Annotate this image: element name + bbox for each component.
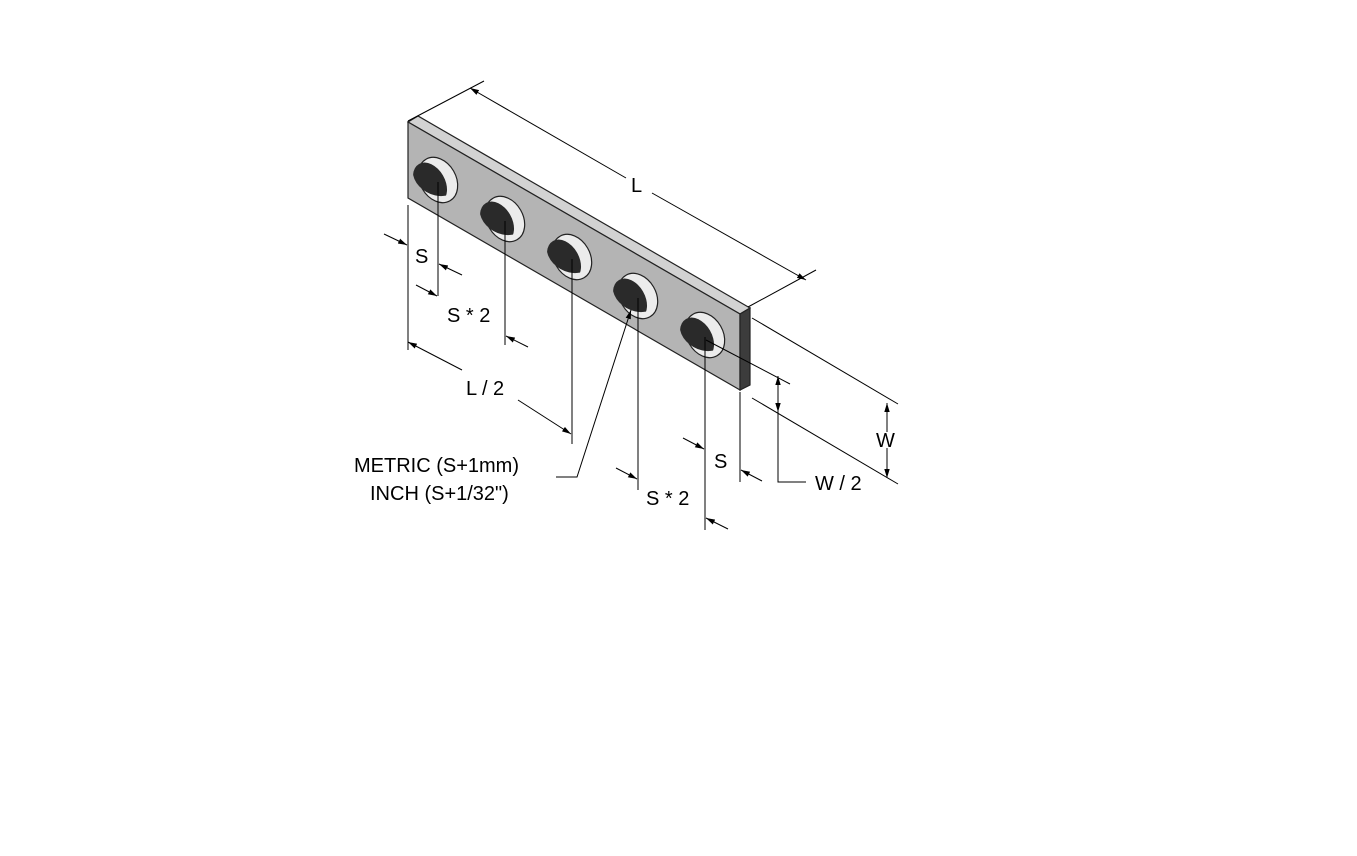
label-half-length: L / 2 <box>466 378 504 400</box>
label-half-width: W / 2 <box>815 473 862 495</box>
label-spacing-double-right: S * 2 <box>646 488 689 510</box>
dimension-left-spacing: S S * 2 L / 2 <box>383 182 573 444</box>
dimension-length: L <box>407 80 817 308</box>
plate-end-face <box>739 306 751 391</box>
holes <box>412 156 726 359</box>
dimension-right-spacing: S S * 2 <box>615 298 763 530</box>
label-length: L <box>631 175 642 197</box>
label-spacing-double-left: S * 2 <box>447 305 490 327</box>
label-width: W <box>876 430 895 452</box>
hole-note-inch: INCH (S+1/32") <box>370 483 509 505</box>
hole-note: METRIC (S+1mm) INCH (S+1/32") <box>354 309 632 505</box>
hole-note-metric: METRIC (S+1mm) <box>354 455 519 477</box>
dimension-width: W W / 2 <box>705 317 899 495</box>
label-spacing-right: S <box>714 451 727 473</box>
label-spacing-left: S <box>415 246 428 268</box>
